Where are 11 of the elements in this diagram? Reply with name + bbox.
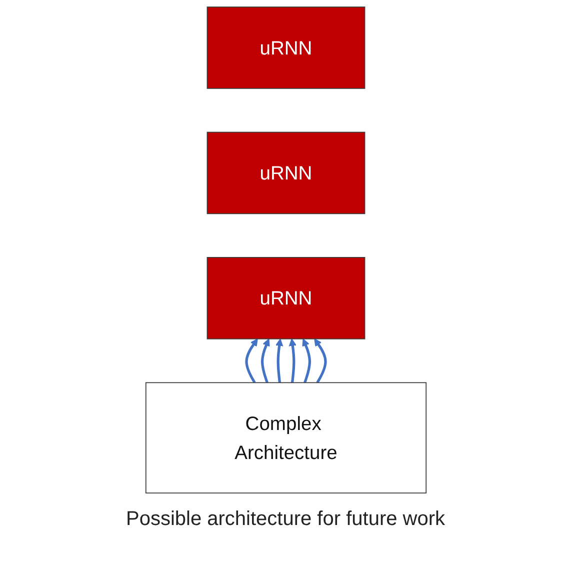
node-box: uRNN [206,6,365,89]
node-box: uRNN [206,132,365,214]
arrow [302,338,311,384]
node-box: uRNN [206,257,365,340]
arrow [244,338,258,384]
arrow [260,338,270,384]
node-box: Complex Architecture [144,382,426,494]
caption: Possible architecture for future work [126,508,446,531]
arrow [288,338,296,383]
arrow [275,338,283,383]
arrow [314,338,326,384]
